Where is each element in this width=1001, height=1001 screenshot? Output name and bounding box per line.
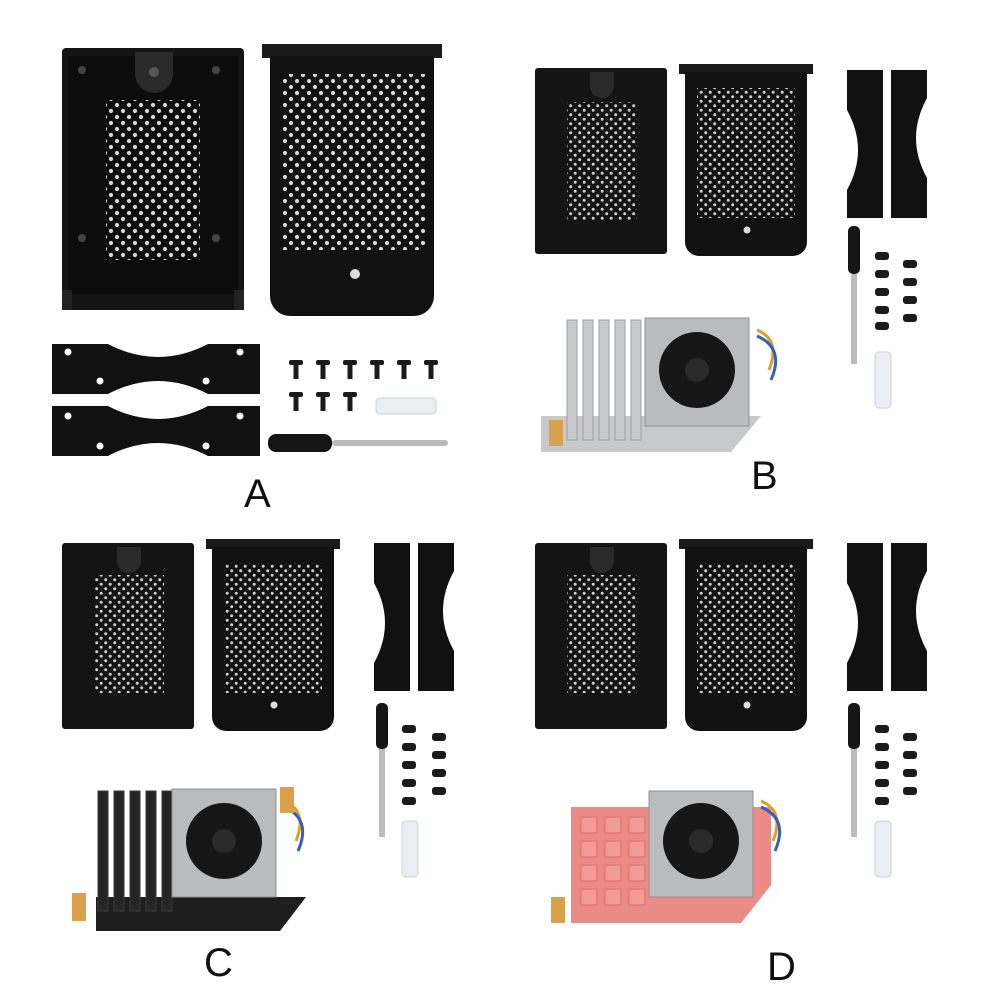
- screwdriver: [376, 703, 388, 837]
- screws: [875, 252, 917, 330]
- case-top-panel: [679, 539, 813, 731]
- variant-a: A: [0, 0, 500, 514]
- case-bottom-panel: [535, 543, 667, 729]
- active-cooler: [541, 317, 778, 452]
- variant-d: D: [501, 501, 1001, 1001]
- screwdriver: [848, 703, 860, 837]
- light-pipe-clip: [874, 351, 892, 409]
- variant-c: C: [0, 501, 500, 1001]
- screws: [289, 360, 438, 411]
- variant-d-illustration: [535, 539, 927, 923]
- case-bottom-panel: [62, 48, 244, 310]
- active-cooler: [72, 787, 306, 931]
- light-pipe-clip: [375, 397, 437, 415]
- case-top-panel: [679, 64, 813, 256]
- variant-label: B: [751, 454, 778, 498]
- light-pipe-clip: [401, 820, 419, 878]
- case-bottom-panel: [535, 68, 667, 254]
- variant-b-illustration: [535, 64, 927, 452]
- screwdriver: [848, 226, 860, 364]
- variant-label: C: [204, 941, 233, 985]
- active-cooler: [551, 790, 782, 923]
- screwdriver: [268, 434, 448, 452]
- variant-c-illustration: [62, 539, 454, 931]
- light-pipe-clip: [874, 820, 892, 878]
- mounting-brackets: [847, 70, 927, 218]
- screws: [402, 725, 446, 805]
- variant-a-illustration: [52, 44, 448, 456]
- variant-label: D: [767, 945, 796, 989]
- screws: [875, 725, 917, 805]
- case-top-panel: [206, 539, 340, 731]
- mounting-brackets: [52, 344, 260, 456]
- case-bottom-panel: [62, 543, 194, 729]
- variant-b: B: [501, 0, 1001, 500]
- mounting-brackets: [847, 543, 927, 691]
- variant-label: A: [244, 472, 271, 516]
- case-top-panel: [262, 44, 442, 316]
- mounting-brackets: [374, 543, 454, 691]
